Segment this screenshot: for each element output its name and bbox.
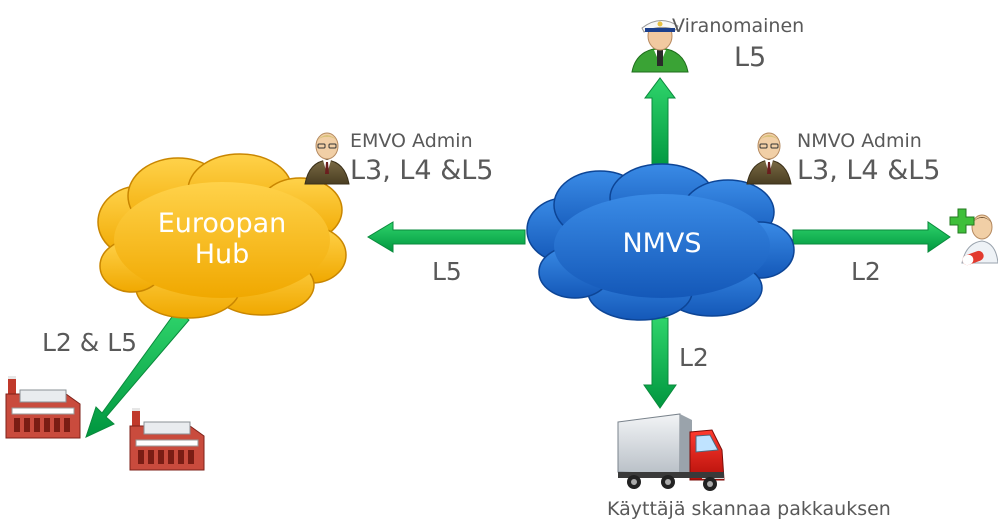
hub-label-line1: Euroopan bbox=[157, 208, 287, 239]
nmvo-admin-levels: L3, L4 &L5 bbox=[797, 155, 941, 186]
hub-cloud bbox=[97, 153, 347, 319]
arrow-nmvs-to-hub bbox=[367, 221, 526, 253]
edge-label-hub-factories: L2 & L5 bbox=[42, 328, 138, 357]
factory-icon bbox=[129, 408, 205, 471]
factory-icon bbox=[5, 376, 81, 439]
nmvo-admin-name: NMVO Admin bbox=[797, 130, 922, 152]
emvo-admin-name: EMVO Admin bbox=[350, 130, 473, 152]
businessman-icon bbox=[746, 132, 792, 185]
arrow-hub-to-factories bbox=[85, 309, 190, 438]
edge-label-nmvs-pharmacy: L2 bbox=[851, 257, 881, 286]
authority-name: Viranomainen bbox=[672, 15, 805, 37]
nmvs-cloud bbox=[526, 163, 795, 321]
arrow-nmvs-to-authority bbox=[644, 77, 676, 171]
truck-caption: Käyttäjä skannaa pakkauksen bbox=[607, 498, 891, 520]
edge-label-nmvs-truck: L2 bbox=[679, 343, 709, 372]
edge-label-nmvs-hub: L5 bbox=[432, 257, 462, 286]
arrow-nmvs-to-truck bbox=[643, 317, 677, 409]
emvo-admin-levels: L3, L4 &L5 bbox=[350, 155, 494, 186]
pharmacist-icon bbox=[949, 208, 998, 266]
authority-level: L5 bbox=[734, 42, 767, 73]
police-officer-icon bbox=[631, 20, 689, 73]
hub-label: Euroopan Hub bbox=[132, 208, 312, 270]
arrow-nmvs-to-pharmacy bbox=[792, 221, 951, 253]
hub-label-line2: Hub bbox=[194, 239, 250, 271]
nmvs-label: NMVS bbox=[622, 228, 702, 259]
truck-icon bbox=[617, 413, 725, 491]
businessman-icon bbox=[304, 132, 350, 185]
